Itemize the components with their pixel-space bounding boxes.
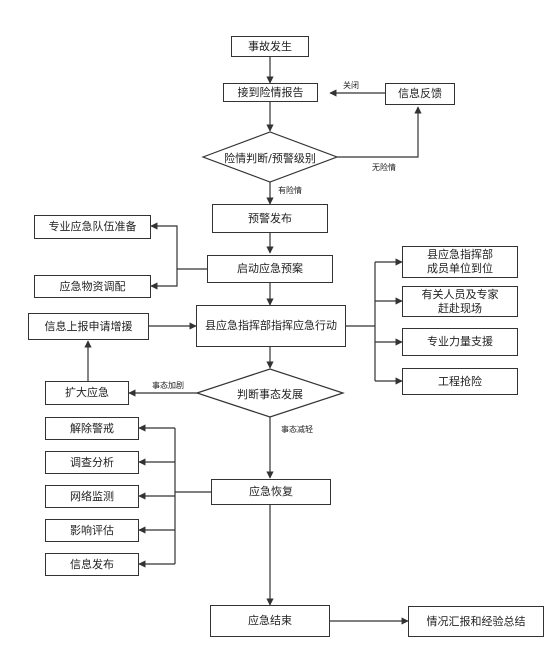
edge-label-escalate: 事态加剧 xyxy=(152,381,184,390)
decision-label-judge-level: 险情判断/预警级别 xyxy=(224,152,316,165)
node-summary: 情况汇报和经验总结 xyxy=(408,606,544,637)
edge-plan-to-team xyxy=(150,222,207,270)
node-receive-report: 接到险情报告 xyxy=(223,83,318,102)
decision-diamond-judge-development xyxy=(195,368,345,418)
edge-no-danger xyxy=(337,106,422,158)
node-expand-response: 扩大应急 xyxy=(45,381,129,405)
node-info-feedback: 信息反馈 xyxy=(385,83,455,105)
node-start-plan: 启动应急预案 xyxy=(207,255,333,283)
node-investigation: 调查分析 xyxy=(45,451,139,474)
decision-label-judge-development: 判断事态发展 xyxy=(237,388,303,401)
node-county-units: 县应急指挥部 成员单位到位 xyxy=(402,246,518,278)
edge-label-has-danger: 有险情 xyxy=(278,186,302,195)
edge-plan-to-material xyxy=(150,269,178,290)
node-professional-support: 专业力量支援 xyxy=(402,328,518,356)
node-team-prepare: 专业应急队伍准备 xyxy=(34,215,151,239)
node-material-deploy: 应急物资调配 xyxy=(34,275,151,298)
edge-label-no-danger: 无险情 xyxy=(372,163,396,172)
node-recovery: 应急恢复 xyxy=(211,479,331,505)
node-engineering-rescue: 工程抢险 xyxy=(402,368,518,395)
node-end: 应急结束 xyxy=(210,605,330,637)
node-command-action: 县应急指挥部指挥应急行动 xyxy=(196,305,346,347)
node-lift-alert: 解除警戒 xyxy=(45,417,139,440)
node-info-release: 信息发布 xyxy=(45,553,139,576)
node-impact-assessment: 影响评估 xyxy=(45,519,139,542)
node-warning-release: 预警发布 xyxy=(212,204,328,233)
node-start: 事故发生 xyxy=(231,36,309,57)
node-experts-arrive: 有关人员及专家 赶赴现场 xyxy=(402,286,518,317)
edge-label-close: 关闭 xyxy=(343,81,359,90)
node-network-monitor: 网络监测 xyxy=(45,485,139,508)
node-report-request: 信息上报申请增援 xyxy=(28,313,149,340)
edge-label-ease: 事态减轻 xyxy=(281,425,313,434)
